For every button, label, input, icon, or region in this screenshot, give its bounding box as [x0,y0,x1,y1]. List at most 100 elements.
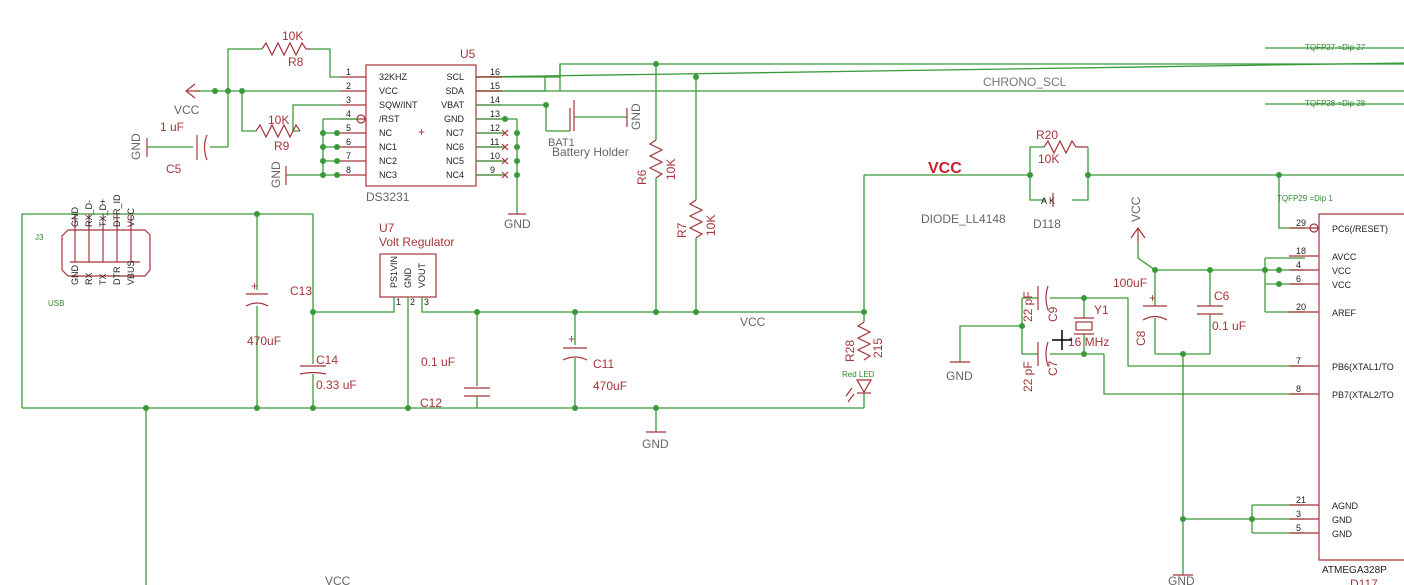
d118-pins: A K [1041,196,1055,206]
usb-pin-label: RX_D- [84,200,94,227]
j3-name: J3 [35,233,44,242]
r20-resistor[interactable]: R20 10K [1027,128,1091,178]
atmega-pin-name: VCC [1332,280,1352,290]
vcc-left-label: VCC [174,103,200,117]
vcc-reset-net: VCC [864,160,1030,177]
u5-pin-number: 15 [490,81,500,91]
c8-capacitor[interactable]: + 100uF C8 [1113,276,1168,346]
u5-pin-number: 12 [490,123,500,133]
regulator-pin-label: PS1VIN [389,256,399,288]
u5-pin-name: NC1 [379,142,397,152]
c9-name: C9 [1046,306,1060,322]
c8-name: C8 [1134,330,1148,346]
bat1-battery-holder[interactable]: GND BAT1 Battery Holder [548,100,643,159]
led-text: Red LED [842,370,875,379]
u5-pin-name: 32KHZ [379,72,408,82]
usb-pin-label: TX_D+ [98,199,108,227]
u5-pin-name: NC6 [446,142,464,152]
u5-left-wiring [147,48,357,178]
u5-pin-number: 7 [346,151,351,161]
atmega-pin-name: GND [1332,515,1353,525]
atmega-pin-name: GND [1332,529,1353,539]
y1-name: Y1 [1094,303,1109,317]
c12-value: 0.1 uF [421,355,455,369]
u5-pin-name: NC2 [379,156,397,166]
d118-value: DIODE_LL4148 [921,212,1006,226]
r7-value: 10K [704,215,718,236]
r8-name: R8 [288,55,304,69]
atmega-pin-name: AREF [1332,308,1357,318]
c11-capacitor[interactable]: + C11 470uF [562,309,627,408]
c5-name: C5 [166,162,182,176]
atmega-pin-number: 29 [1296,218,1306,228]
u5-pin-name: NC7 [446,128,464,138]
j3-value: USB [48,299,64,308]
svg-text:GND: GND [1168,574,1195,585]
svg-text:GND: GND [129,133,143,160]
c14-name: C14 [316,353,338,367]
c8-value: 100uF [1113,276,1147,290]
c5-capacitor[interactable]: 1 uF C5 [160,120,208,176]
u5-pin-name: GND [444,114,465,124]
c9-capacitor[interactable]: 22 pF C9 [1021,285,1060,322]
c11-name: C11 [593,357,614,371]
r6-value: 10K [664,159,678,180]
c12-capacitor[interactable]: 0.1 uF C12 [420,309,490,410]
svg-text:+: + [251,279,258,293]
c7-name: C7 [1046,360,1060,376]
r20-value: 10K [1038,152,1059,166]
d117-name: D117 [1350,577,1378,585]
vcc-right-label: VCC [1129,196,1143,222]
tqfp29-label: TQFP29 =Dip 1 [1277,194,1333,203]
r28-resistor[interactable]: R28 215 [843,175,885,362]
usb-pin-inner-label: GND [70,265,80,286]
c6-value: 0.1 uF [1212,319,1246,333]
r7-resistor[interactable]: R7 10K [675,74,718,312]
svg-text:+: + [1149,291,1156,305]
atmega-pin-name: VCC [1332,266,1352,276]
regulator-pin-number: 1 [396,297,401,307]
c7-capacitor[interactable]: 22 pF C7 [1021,341,1060,392]
r28-name: R28 [843,340,857,362]
regulator-pin-number: 3 [424,297,429,307]
d117-atmega328p[interactable]: 29PC6(/RESET)18AVCC4VCC6VCC20AREF7PB6(XT… [1289,213,1404,585]
d117-value: ATMEGA328P [1322,565,1387,576]
r6-name: R6 [635,169,649,185]
r6-resistor[interactable]: R6 10K [635,61,678,312]
u5-pin-name: VBAT [441,100,464,110]
atmega-pin-name: AVCC [1332,252,1357,262]
y1-crystal[interactable]: Y1 16 MHz [1068,303,1109,349]
c14-capacitor[interactable]: C14 0.33 uF [299,214,357,408]
u7-name: U7 [379,221,395,235]
vcc-decoupling: GND [1152,257,1305,585]
svg-text:GND: GND [642,437,669,451]
r20-name: R20 [1036,128,1058,142]
c6-capacitor[interactable]: C6 0.1 uF [1197,289,1246,333]
u5-pin-name: VCC [379,86,399,96]
c12-name: C12 [420,396,442,410]
regulator-pin-label: VOUT [417,262,427,288]
svg-text:+: + [568,332,575,346]
red-led[interactable]: Red LED [842,370,875,408]
d118-diode[interactable]: A K DIODE_LL4148 D118 [921,175,1089,231]
u5-pin-number: 9 [490,165,495,175]
u5-pin-name: SDA [445,86,464,96]
svg-text:GND: GND [629,103,643,130]
r9-resistor[interactable]: 10K R9 [255,113,301,153]
usb-pin-inner-label: DTR [112,266,122,285]
u5-pin-name: NC4 [446,170,464,180]
svg-text:+: + [418,125,425,139]
r7-name: R7 [675,222,689,238]
u5-pin-name: NC3 [379,170,397,180]
top-bus-wires [475,47,1404,105]
c13-capacitor[interactable]: + C13 470uF [245,211,312,408]
svg-text:GND: GND [269,161,283,188]
u5-pin-number: 11 [490,137,499,147]
r8-resistor[interactable]: 10K R8 [261,29,310,69]
u5-pin-number: 10 [490,151,500,161]
